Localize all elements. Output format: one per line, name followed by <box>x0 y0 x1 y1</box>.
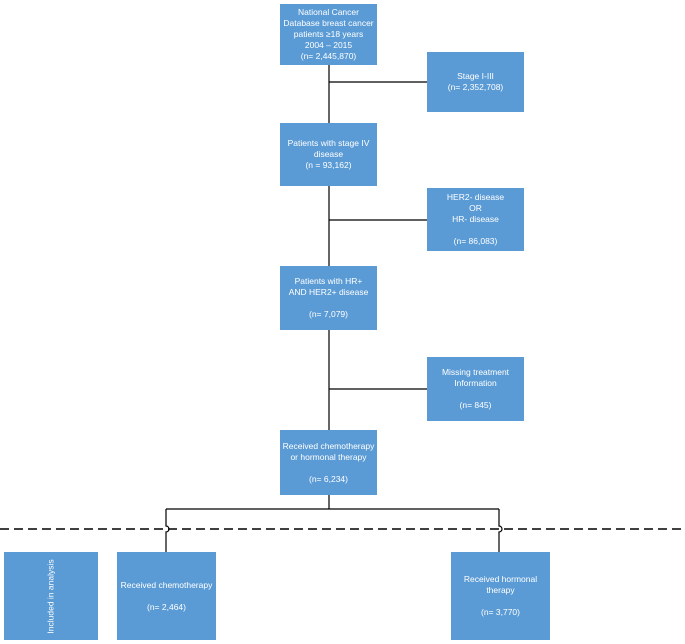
box-stage-1-3: Stage I-III (n= 2,352,708) <box>427 52 524 112</box>
box-included-in-analysis: Included in analysis <box>4 552 98 640</box>
rct-line-1: Received chemotherapy <box>282 440 375 451</box>
hr-her2-line-2: AND HER2+ disease <box>288 287 369 297</box>
box-ncdb-patients: National Cancer Database breast cancer p… <box>280 4 377 65</box>
her2-count: (n= 86,083) <box>453 236 498 246</box>
missing-line-1: Missing treatment <box>441 367 510 377</box>
hormonal-count: (n= 3,770) <box>481 607 520 617</box>
ncdb-line-2: Database breast cancer <box>283 18 374 28</box>
ncdb-line-3: patients ≥18 years <box>293 29 364 39</box>
stage-1-3-count: (n= 2,352,708) <box>447 82 504 92</box>
stage-4-count: (n = 93,162) <box>305 160 352 170</box>
drop-hormonal <box>498 509 503 552</box>
hormonal-line-1: Received hormonal <box>463 574 538 584</box>
chemo-label: Received chemotherapy <box>120 579 213 590</box>
stage-1-3-label: Stage I-III <box>457 71 494 81</box>
included-label: Included in analysis <box>45 558 56 634</box>
her2-line-2: OR <box>469 203 482 213</box>
box-stage-4: Patients with stage IV disease (n = 93,1… <box>280 123 377 186</box>
box-hr-her2-positive: Patients with HR+ AND HER2+ disease (n= … <box>280 266 377 330</box>
missing-count: (n= 845) <box>459 400 492 410</box>
rct-line-2: or hormonal therapy <box>290 451 367 462</box>
stage-4-line-2: disease <box>313 149 344 159</box>
stage-4-line-1: Patients with stage IV <box>287 138 370 148</box>
her2-line-1: HER2- disease <box>446 192 505 202</box>
box-missing-treatment: Missing treatment Information (n= 845) <box>427 357 524 421</box>
hr-her2-line-1: Patients with HR+ <box>294 276 363 286</box>
hormonal-line-2: therapy <box>486 585 515 595</box>
box-received-chemo-or-hormonal: Received chemotherapy or hormonal therap… <box>280 430 377 495</box>
box-received-hormonal-therapy: Received hormonal therapy (n= 3,770) <box>451 552 550 640</box>
ncdb-count: (n= 2,445,870) <box>300 51 357 61</box>
hr-her2-count: (n= 7,079) <box>309 309 348 319</box>
drop-chemo <box>165 509 170 552</box>
rct-count: (n= 6,234) <box>309 473 348 484</box>
box-her2-neg-or-hr-neg: HER2- disease OR HR- disease (n= 86,083) <box>427 188 524 251</box>
ncdb-line-1: National Cancer <box>298 7 359 17</box>
missing-line-2: Information <box>454 378 497 388</box>
her2-line-3: HR- disease <box>452 214 499 224</box>
box-received-chemotherapy: Received chemotherapy (n= 2,464) <box>117 552 216 640</box>
chemo-count: (n= 2,464) <box>147 601 186 612</box>
ncdb-line-4: 2004 – 2015 <box>304 40 353 50</box>
